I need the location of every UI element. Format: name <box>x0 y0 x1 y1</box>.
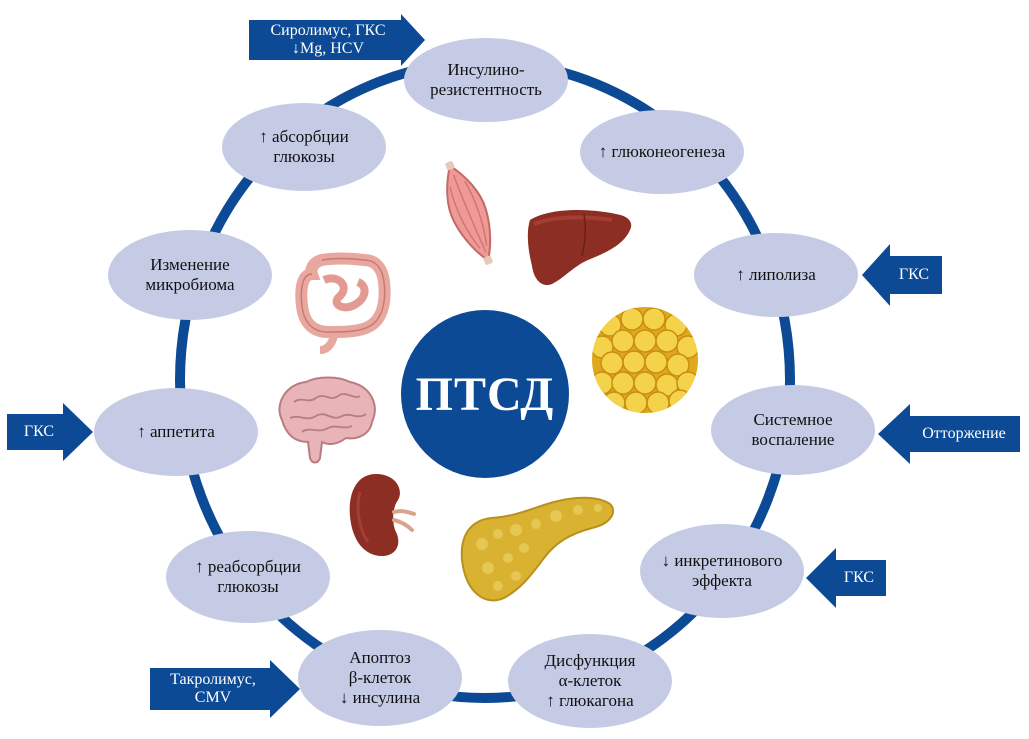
node-alpha-cells: Дисфункция α-клеток ↑ глюкагона <box>508 634 672 728</box>
arrow-gks-lipolysis: ГКС <box>862 244 942 306</box>
arrow-sirolimus-label: Сиролимус, ГКС ↓Mg, HCV <box>270 22 386 57</box>
node-beta-cells: Апоптоз β-клеток ↓ инсулина <box>298 630 462 726</box>
arrow-gks-lipolysis-label: ГКС <box>898 266 930 283</box>
node-absorption: ↑ абсорбции глюкозы <box>222 103 386 191</box>
arrow-gks-appetite-label: ГКС <box>23 423 55 440</box>
arrow-gks-incretin-label: ГКС <box>843 569 875 586</box>
arrow-tacrolimus-label: Такролимус, CMV <box>170 671 256 706</box>
liver-icon <box>527 210 632 286</box>
node-gluconeogenesis: ↑ глюконеогенеза <box>580 110 744 194</box>
muscle-icon <box>445 161 493 265</box>
brain-icon <box>278 376 376 464</box>
node-reabsorption: ↑ реабсорбции глюкозы <box>166 531 330 623</box>
node-inflammation: Системное воспаление <box>711 385 875 475</box>
arrow-gks-appetite: ГКС <box>7 403 93 461</box>
pancreas-icon <box>460 496 615 602</box>
node-incretin: ↓ инкретинового эффекта <box>640 524 804 618</box>
arrow-rejection: Отторжение <box>878 404 1020 464</box>
fat-tissue-icon <box>592 307 698 413</box>
center-circle: ПТСД <box>401 310 569 478</box>
node-lipolysis: ↑ липолиза <box>694 233 858 317</box>
node-microbiome: Изменение микробиома <box>108 230 272 320</box>
node-appetite: ↑ аппетита <box>94 388 258 476</box>
node-insulin-resistance: Инсулино- резистентность <box>404 38 568 122</box>
intestine-icon <box>295 252 391 354</box>
arrow-rejection-label: Отторжение <box>922 425 1006 442</box>
kidney-icon <box>349 474 416 556</box>
center-label: ПТСД <box>415 367 555 421</box>
arrow-tacrolimus: Такролимус, CMV <box>150 660 300 718</box>
arrow-sirolimus: Сиролимус, ГКС ↓Mg, HCV <box>249 14 425 66</box>
arrow-gks-incretin: ГКС <box>806 548 886 608</box>
